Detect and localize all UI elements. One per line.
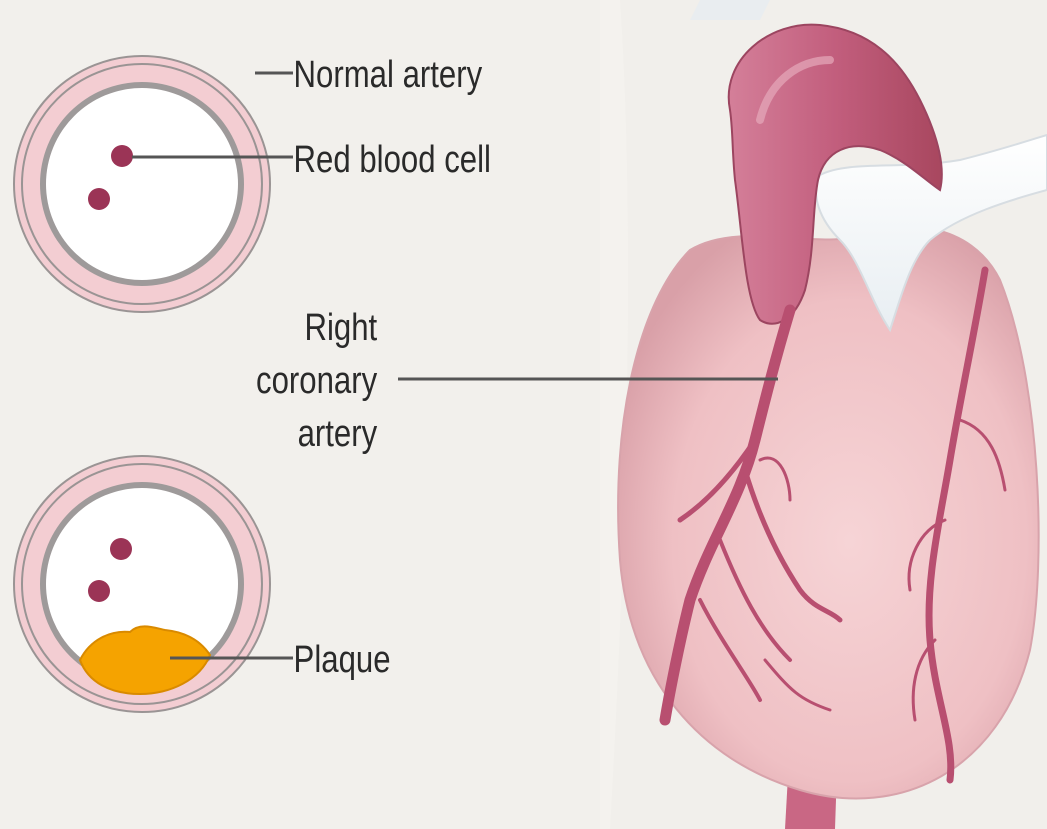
right-coronary-label-line3: artery bbox=[298, 413, 378, 455]
red-blood-cell-4 bbox=[88, 580, 110, 602]
plaque-label: Plaque bbox=[294, 639, 391, 681]
right-coronary-label-line2: coronary bbox=[256, 360, 378, 402]
red-blood-cell-3 bbox=[110, 538, 132, 560]
normal-artery-cross-section bbox=[14, 56, 270, 312]
normal-artery-label: Normal artery bbox=[294, 54, 483, 96]
red-blood-cell-2 bbox=[88, 188, 110, 210]
red-blood-cell-1 bbox=[111, 145, 133, 167]
right-coronary-label-line1: Right bbox=[304, 307, 377, 349]
red-blood-cell-label: Red blood cell bbox=[294, 139, 491, 181]
plaque-artery-cross-section bbox=[14, 456, 270, 712]
top-vessel bbox=[690, 0, 770, 20]
